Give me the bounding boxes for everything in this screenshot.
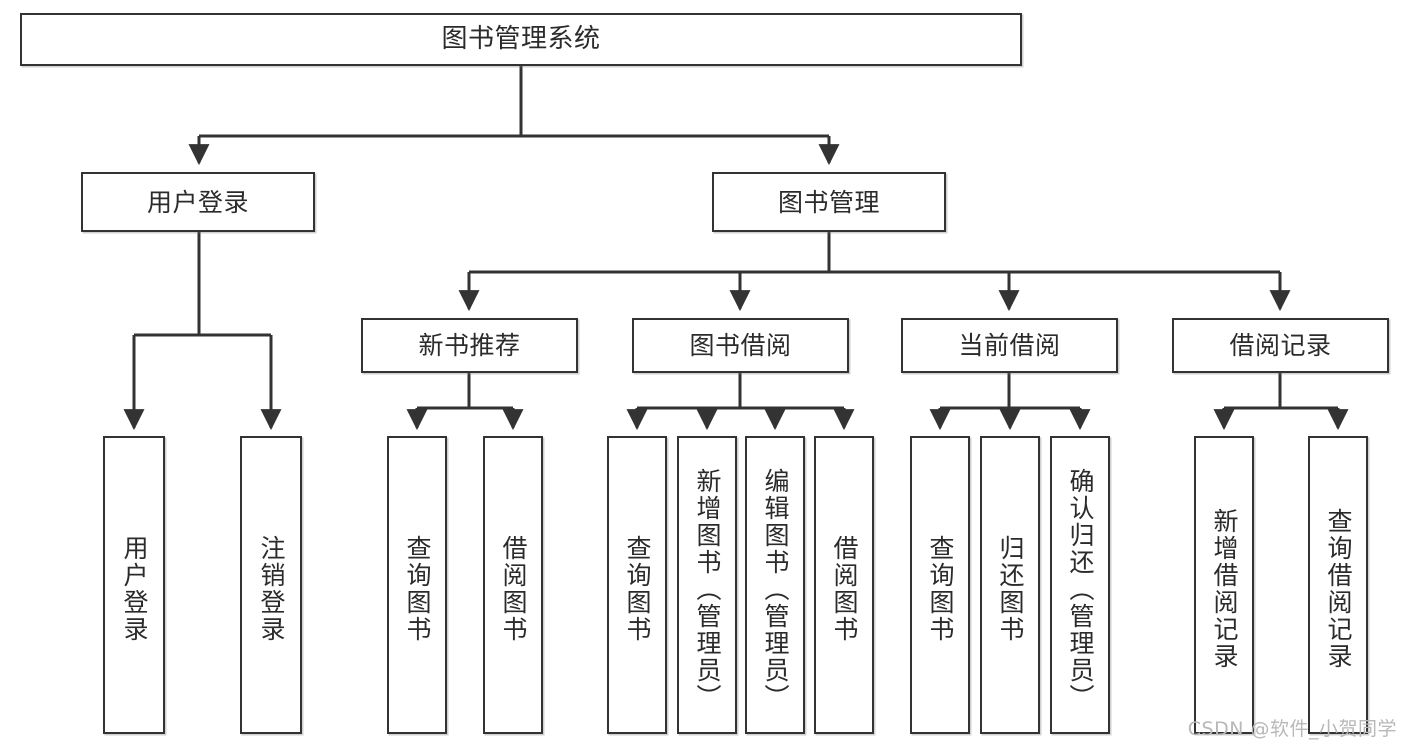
node-current-borrow-label: 当前借阅	[958, 331, 1061, 360]
node-user-login-label: 用户登录	[146, 187, 249, 217]
node-leaf-user-logout-label: 注销登录	[257, 535, 286, 643]
node-root-label: 图书管理系统	[441, 24, 601, 55]
node-leaf-query-record[interactable]: 查询借阅记录	[1308, 436, 1368, 734]
node-borrow-record-label: 借阅记录	[1229, 331, 1332, 360]
node-current-borrow[interactable]: 当前借阅	[901, 318, 1118, 373]
node-leaf-user-login-label: 用户登录	[120, 535, 149, 643]
node-leaf-borrow-book-1[interactable]: 借阅图书	[483, 436, 543, 734]
node-leaf-borrow-book-2-label: 借阅图书	[830, 535, 859, 643]
node-leaf-add-record-label: 新增借阅记录	[1210, 508, 1239, 670]
node-leaf-edit-book-label: 编辑图书（管理员）	[761, 467, 790, 711]
node-book-borrow[interactable]: 图书借阅	[632, 318, 849, 373]
node-leaf-user-logout[interactable]: 注销登录	[240, 436, 302, 734]
node-user-login[interactable]: 用户登录	[81, 172, 315, 232]
node-leaf-query-book-2[interactable]: 查询图书	[607, 436, 667, 734]
node-leaf-query-book-1[interactable]: 查询图书	[387, 436, 447, 734]
node-leaf-query-book-3-label: 查询图书	[926, 535, 955, 643]
node-leaf-query-book-3[interactable]: 查询图书	[910, 436, 970, 734]
node-leaf-query-book-1-label: 查询图书	[403, 535, 432, 643]
node-leaf-query-record-label: 查询借阅记录	[1324, 508, 1353, 670]
node-leaf-confirm-return[interactable]: 确认归还（管理员）	[1050, 436, 1110, 734]
node-leaf-borrow-book-2[interactable]: 借阅图书	[814, 436, 874, 734]
node-book-manage[interactable]: 图书管理	[712, 172, 946, 232]
node-leaf-query-book-2-label: 查询图书	[623, 535, 652, 643]
node-new-book-recommend-label: 新书推荐	[418, 331, 521, 360]
node-leaf-add-book[interactable]: 新增图书（管理员）	[677, 436, 737, 734]
node-leaf-add-record[interactable]: 新增借阅记录	[1194, 436, 1254, 734]
node-new-book-recommend[interactable]: 新书推荐	[361, 318, 578, 373]
node-leaf-edit-book[interactable]: 编辑图书（管理员）	[745, 436, 805, 734]
node-borrow-record[interactable]: 借阅记录	[1172, 318, 1389, 373]
node-leaf-borrow-book-1-label: 借阅图书	[499, 535, 528, 643]
node-leaf-return-book[interactable]: 归还图书	[980, 436, 1040, 734]
node-leaf-add-book-label: 新增图书（管理员）	[693, 467, 722, 711]
csdn-watermark: CSDN @软件_小贺同学	[1187, 718, 1397, 740]
node-book-borrow-label: 图书借阅	[689, 331, 792, 360]
node-root[interactable]: 图书管理系统	[20, 13, 1022, 66]
node-leaf-confirm-return-label: 确认归还（管理员）	[1066, 467, 1095, 711]
node-leaf-user-login[interactable]: 用户登录	[103, 436, 165, 734]
node-leaf-return-book-label: 归还图书	[996, 535, 1025, 643]
node-book-manage-label: 图书管理	[777, 187, 880, 217]
